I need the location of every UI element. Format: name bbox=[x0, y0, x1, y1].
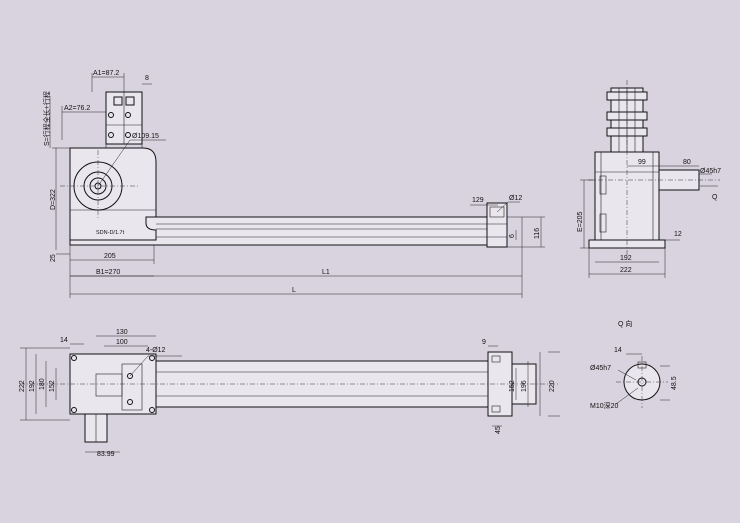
q-dim-thread: M10深20 bbox=[590, 401, 619, 410]
q-dim-shaft: Ø45h7 bbox=[590, 365, 611, 372]
dim-l: L bbox=[292, 287, 296, 294]
dim-d116: 116 bbox=[534, 228, 541, 239]
dim-left-2: 180 bbox=[39, 378, 46, 390]
dim-d80: 80 bbox=[683, 159, 691, 166]
q-dim-14: 14 bbox=[614, 347, 622, 354]
dim-dia-109: Ø109.15 bbox=[132, 133, 159, 140]
dim-top-14: 14 bbox=[60, 337, 68, 344]
dim-a2: A2=76.2 bbox=[64, 105, 90, 112]
dim-left-3: 152 bbox=[49, 380, 56, 392]
dim-right-2: 220 bbox=[549, 380, 556, 392]
side-view: Q 99 80 Ø45h7 E=205 12 192 222 bbox=[577, 80, 721, 278]
q-view-title: Q 向 bbox=[618, 319, 632, 328]
dim-dia12: Ø12 bbox=[509, 195, 522, 202]
dim-d99: 99 bbox=[638, 159, 646, 166]
dim-right-1: 196 bbox=[521, 380, 528, 392]
dim-right-0: 152 bbox=[509, 380, 516, 392]
dim-d12: 12 bbox=[674, 231, 682, 238]
end-block bbox=[486, 202, 508, 248]
dim-d130: 130 bbox=[116, 329, 128, 336]
view-q-arrow: Q bbox=[712, 194, 718, 201]
dim-d192: 192 bbox=[620, 255, 632, 262]
q-view: Q 向 14 Ø45h7 48.5 M10深20 bbox=[590, 319, 678, 410]
gearbox-housing bbox=[69, 147, 157, 241]
rail-note: SDN-D/1.7t bbox=[96, 230, 125, 236]
dim-d83: 83.99 bbox=[97, 451, 115, 458]
dim-left-1: 192 bbox=[29, 380, 36, 392]
q-dim-48: 48.5 bbox=[671, 376, 678, 390]
dim-left-0: 222 bbox=[19, 380, 26, 392]
dim-b1: B1=270 bbox=[96, 269, 120, 276]
dim-d322: D=322 bbox=[50, 189, 57, 210]
dim-d222: 222 bbox=[620, 267, 632, 274]
dim-d129: 129 bbox=[472, 197, 484, 204]
dim-e205: E=205 bbox=[577, 211, 584, 232]
dim-shaft: Ø45h7 bbox=[700, 168, 721, 175]
dim-d205: 205 bbox=[104, 253, 116, 260]
dim-holes: 4-Ø12 bbox=[146, 347, 166, 354]
dim-top-8: 8 bbox=[145, 75, 149, 82]
dim-l1: L1 bbox=[322, 269, 330, 276]
dim-d6: 6 bbox=[509, 234, 516, 238]
dim-d25: 25 bbox=[50, 254, 57, 262]
dim-stroke: S=行程全长+行程 bbox=[42, 91, 51, 146]
dim-d100: 100 bbox=[116, 339, 128, 346]
dim-a1: A1=87.2 bbox=[93, 70, 119, 77]
top-view: 222 192 180 152 14 130 100 4-Ø12 83.99 9… bbox=[19, 329, 560, 458]
dim-d9: 9 bbox=[482, 339, 486, 346]
front-view: A1=87.2 8 A2=76.2 S=行程全长+行程 D=322 Ø109.1… bbox=[42, 70, 545, 298]
dim-d45: 45 bbox=[495, 426, 502, 434]
